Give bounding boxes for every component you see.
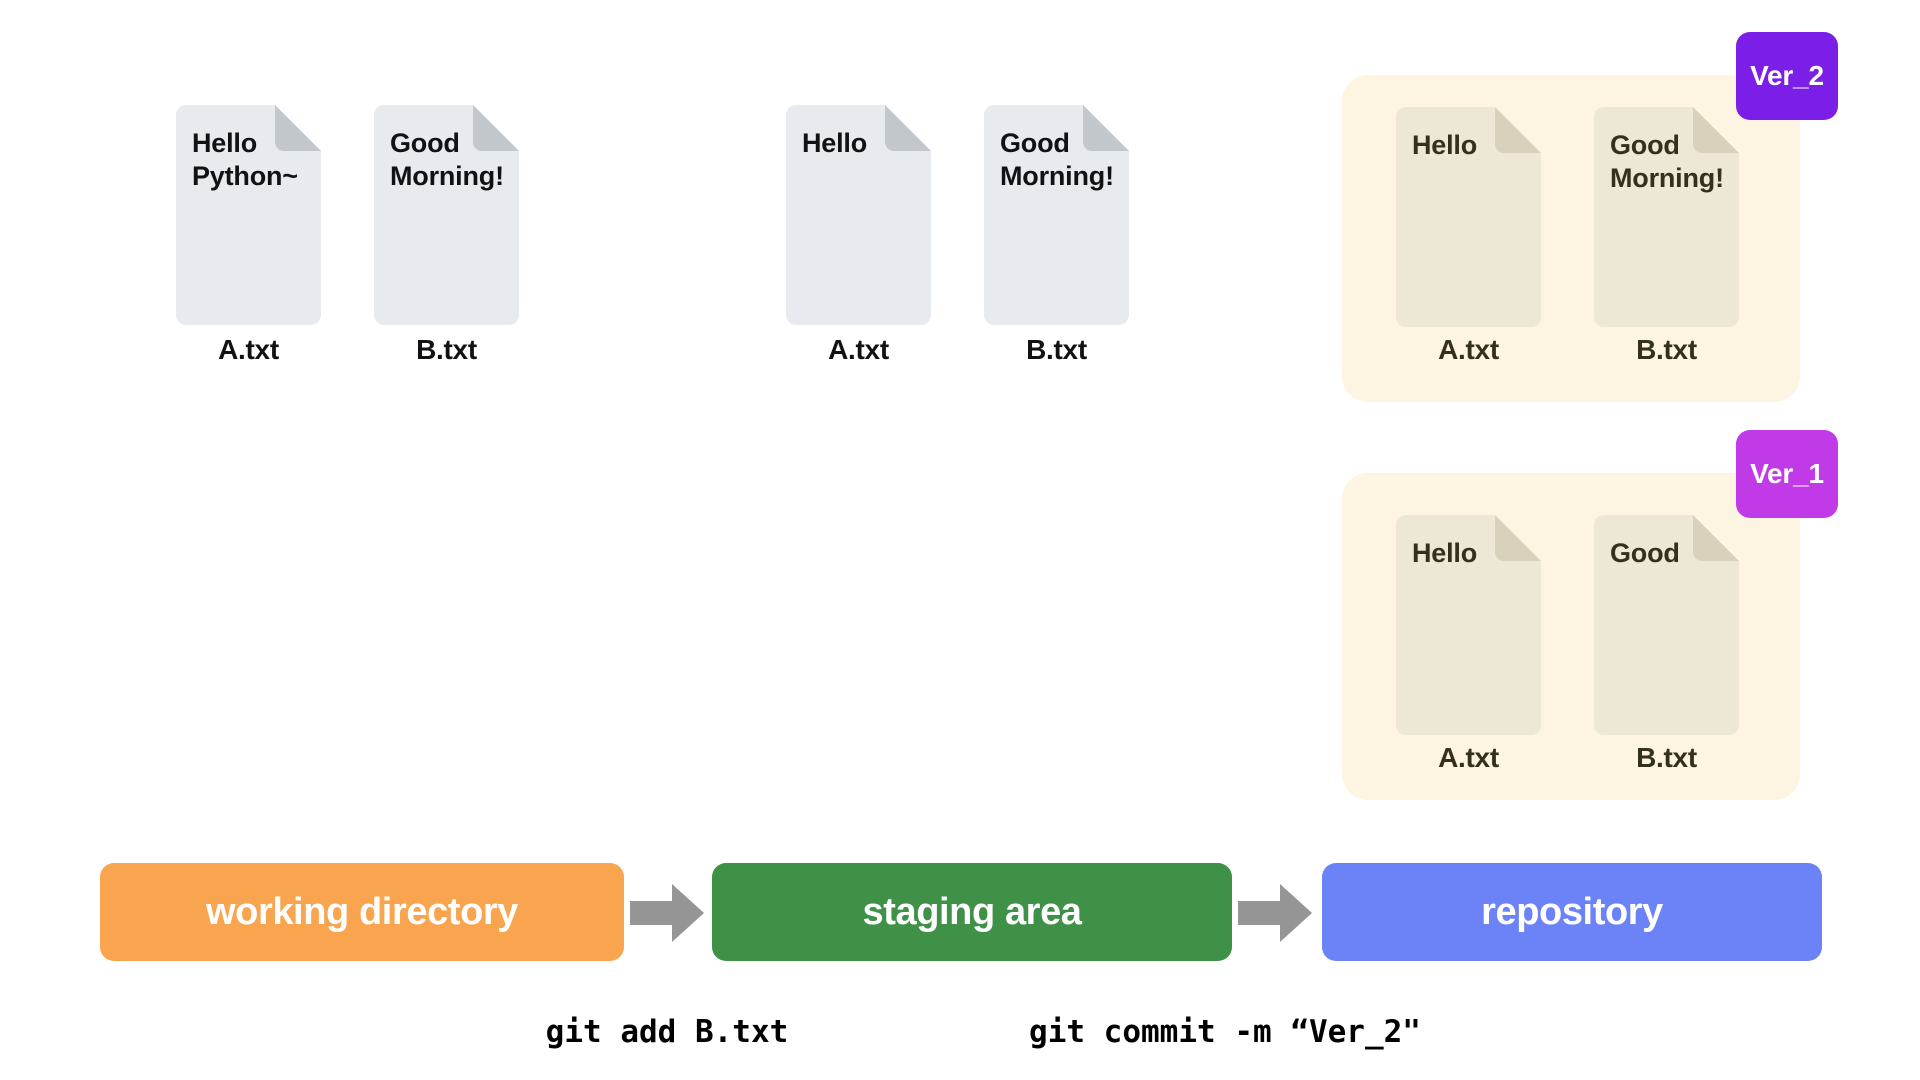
file-name-label: B.txt — [1026, 334, 1087, 365]
file-name-label: B.txt — [1636, 334, 1697, 365]
file-name-label: B.txt — [416, 334, 477, 365]
file-card[interactable]: Hello — [1396, 107, 1541, 327]
stage-bar-staging-area[interactable]: staging area — [712, 863, 1232, 961]
arrow-staging-to-repository — [1238, 884, 1312, 942]
file-content: Good Morning! — [1610, 130, 1724, 193]
file-name-label: A.txt — [1438, 334, 1499, 365]
file-card[interactable]: Good Morning! — [1594, 107, 1739, 327]
command-git-commit: git commit -m “Ver_2" — [1029, 1014, 1421, 1050]
stage-bar-label: staging area — [862, 890, 1082, 933]
file-content: Hello — [1412, 130, 1478, 160]
file-content: Good Morning! — [1000, 128, 1114, 191]
stage-bar-working-directory[interactable]: working directory — [100, 863, 624, 961]
version-badge-label: Ver_1 — [1750, 458, 1824, 489]
file-card[interactable]: Good Morning! — [984, 105, 1129, 325]
file-card[interactable]: Hello Python~ — [176, 105, 321, 325]
file-card[interactable]: Good — [1594, 515, 1739, 735]
arrow-working-to-staging — [630, 884, 704, 942]
file-name-label: A.txt — [1438, 742, 1499, 773]
file-content: Hello — [1412, 538, 1478, 568]
file-name-label: A.txt — [828, 334, 889, 365]
version-badge-label: Ver_2 — [1750, 60, 1824, 91]
file-name-label: A.txt — [218, 334, 279, 365]
command-git-add: git add B.txt — [545, 1014, 789, 1050]
file-content: Good Morning! — [390, 128, 504, 191]
stage-bar-label: working directory — [205, 890, 519, 933]
file-content: Good — [1610, 538, 1680, 568]
stage-bar-label: repository — [1481, 890, 1663, 933]
version-badge-ver1[interactable]: Ver_1 — [1736, 430, 1838, 518]
file-content: Hello Python~ — [192, 128, 298, 191]
file-name-label: B.txt — [1636, 742, 1697, 773]
stage-bar-repository[interactable]: repository — [1322, 863, 1822, 961]
file-card[interactable]: Hello — [1396, 515, 1541, 735]
file-content: Hello — [802, 128, 868, 158]
version-badge-ver2[interactable]: Ver_2 — [1736, 32, 1838, 120]
file-card[interactable]: Good Morning! — [374, 105, 519, 325]
file-card[interactable]: Hello — [786, 105, 931, 325]
